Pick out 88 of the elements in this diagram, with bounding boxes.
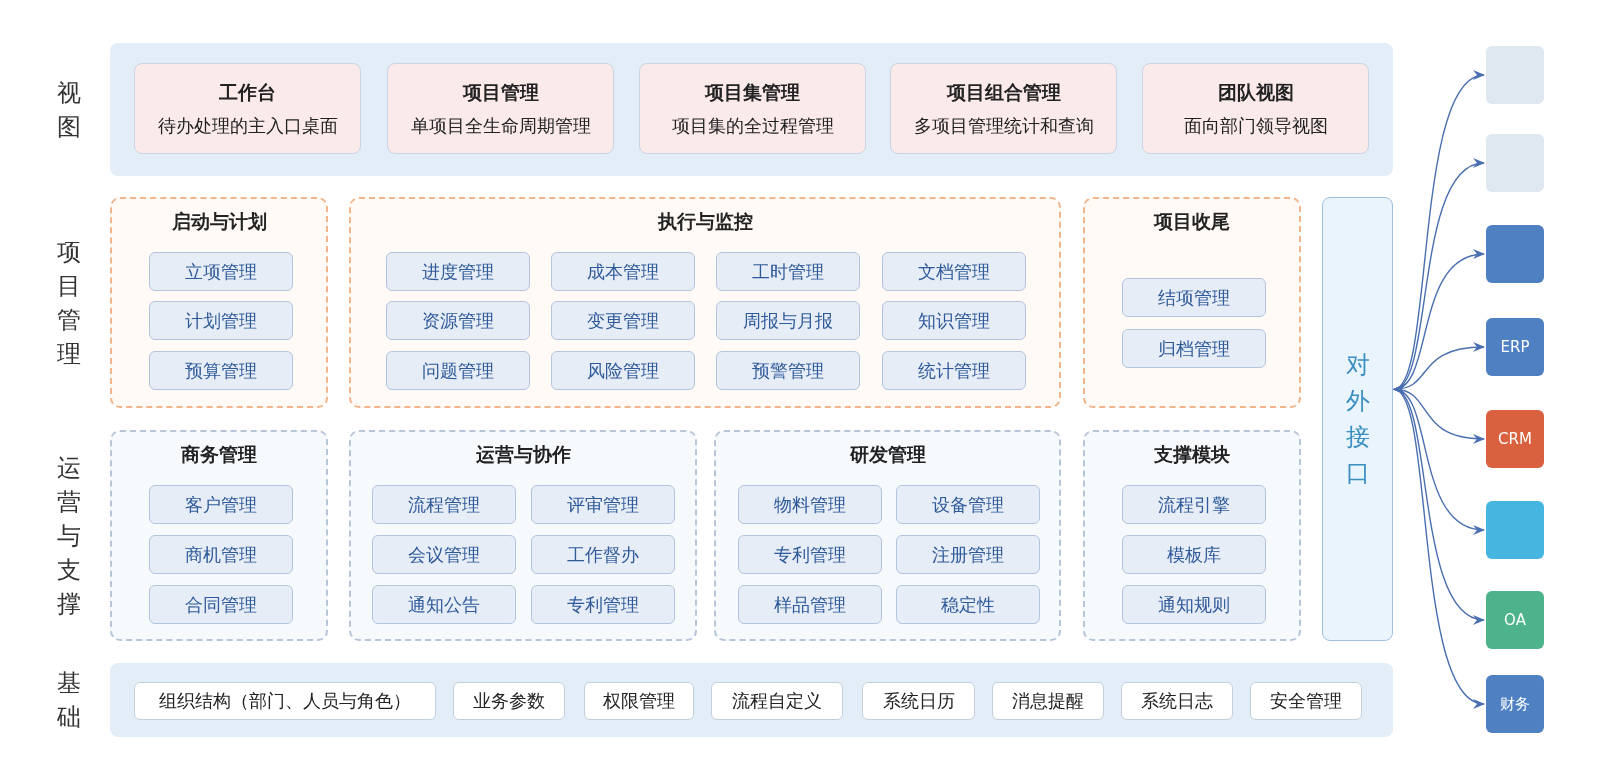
card-subtitle: 单项目全生命周期管理: [410, 113, 591, 138]
module-box: 计划管理: [149, 301, 293, 340]
view-card: [639, 63, 866, 154]
module-box: 流程管理: [372, 485, 516, 524]
module-box: 会议管理: [372, 535, 516, 574]
module-box: 物料管理: [738, 485, 882, 524]
module-box: 立项管理: [149, 252, 293, 291]
module-box: 权限管理: [584, 682, 694, 720]
card-subtitle: 多项目管理统计和查询: [913, 113, 1094, 138]
system-tile: 财务: [1486, 675, 1544, 733]
module-box: 通知规则: [1122, 585, 1266, 624]
system-tile: CRM: [1486, 410, 1544, 468]
module-box: 资源管理: [386, 301, 530, 340]
card-title: 团队视图: [1217, 79, 1294, 105]
module-box: 专利管理: [738, 535, 882, 574]
system-tile: [1486, 134, 1544, 192]
card-title: 项目管理: [462, 79, 539, 105]
group-panel: [1083, 430, 1301, 641]
module-box: 评审管理: [531, 485, 675, 524]
group-panel: [349, 430, 697, 641]
system-tile: [1486, 225, 1544, 283]
module-box: 注册管理: [896, 535, 1040, 574]
group-title: 执行与监控: [656, 209, 754, 234]
group-panel: [110, 430, 328, 641]
group-title: 商务管理: [180, 442, 258, 467]
module-box: 组织结构（部门、人员与角色）: [134, 682, 436, 720]
view-card: [890, 63, 1117, 154]
module-box: 系统日历: [862, 682, 975, 720]
card-title: 项目组合管理: [946, 79, 1061, 105]
band-background: [110, 663, 1393, 737]
module-box: 客户管理: [149, 485, 293, 524]
group-title: 支撑模块: [1153, 442, 1231, 467]
module-box: 变更管理: [551, 301, 695, 340]
module-box: 业务参数: [453, 682, 565, 720]
band-background: [110, 43, 1393, 176]
module-box: 合同管理: [149, 585, 293, 624]
card-title: 工作台: [219, 79, 276, 105]
module-box: 预警管理: [716, 351, 860, 390]
view-card: [1142, 63, 1369, 154]
layer-label: 基础: [56, 668, 82, 733]
interface-box: [1322, 197, 1393, 641]
layer-label: 视图: [56, 77, 82, 143]
module-box: 周报与月报: [716, 301, 860, 340]
system-tile: ERP: [1486, 318, 1544, 376]
interface-label: 对外接口: [1344, 350, 1371, 489]
view-card: [134, 63, 361, 154]
module-box: 工作督办: [531, 535, 675, 574]
module-box: 预算管理: [149, 351, 293, 390]
module-box: 稳定性: [896, 585, 1040, 624]
view-card: [387, 63, 614, 154]
card-subtitle: 待办处理的主入口桌面: [157, 113, 338, 138]
group-title: 研发管理: [848, 442, 927, 467]
module-box: 消息提醒: [992, 682, 1104, 720]
system-tile: [1486, 501, 1544, 559]
module-box: 归档管理: [1122, 329, 1266, 368]
module-box: 知识管理: [882, 301, 1026, 340]
module-box: 进度管理: [386, 252, 530, 291]
layer-label: 项目管理: [56, 236, 82, 370]
system-tile: [1486, 46, 1544, 104]
module-box: 设备管理: [896, 485, 1040, 524]
module-box: 模板库: [1122, 535, 1266, 574]
module-box: 通知公告: [372, 585, 516, 624]
group-title: 启动与计划: [170, 209, 268, 234]
card-subtitle: 项目集的全过程管理: [671, 113, 834, 138]
card-title: 项目集管理: [705, 79, 800, 105]
module-box: 专利管理: [531, 585, 675, 624]
module-box: 问题管理: [386, 351, 530, 390]
card-subtitle: 面向部门领导视图: [1183, 113, 1328, 138]
group-title: 运营与协作: [474, 442, 572, 467]
module-box: 成本管理: [551, 252, 695, 291]
module-box: 流程引擎: [1122, 485, 1266, 524]
module-box: 风险管理: [551, 351, 695, 390]
module-box: 文档管理: [882, 252, 1026, 291]
module-box: 流程自定义: [711, 682, 843, 720]
group-panel: [1083, 197, 1301, 408]
module-box: 系统日志: [1121, 682, 1233, 720]
module-box: 安全管理: [1250, 682, 1362, 720]
group-panel: [714, 430, 1061, 641]
group-panel: [349, 197, 1061, 408]
group-panel: [110, 197, 328, 408]
module-box: 商机管理: [149, 535, 293, 574]
module-box: 结项管理: [1122, 278, 1266, 317]
module-box: 统计管理: [882, 351, 1026, 390]
system-tile: OA: [1486, 591, 1544, 649]
module-box: 样品管理: [738, 585, 882, 624]
group-title: 项目收尾: [1152, 209, 1231, 234]
module-box: 工时管理: [716, 252, 860, 291]
layer-label: 运营与支撑: [56, 452, 82, 620]
